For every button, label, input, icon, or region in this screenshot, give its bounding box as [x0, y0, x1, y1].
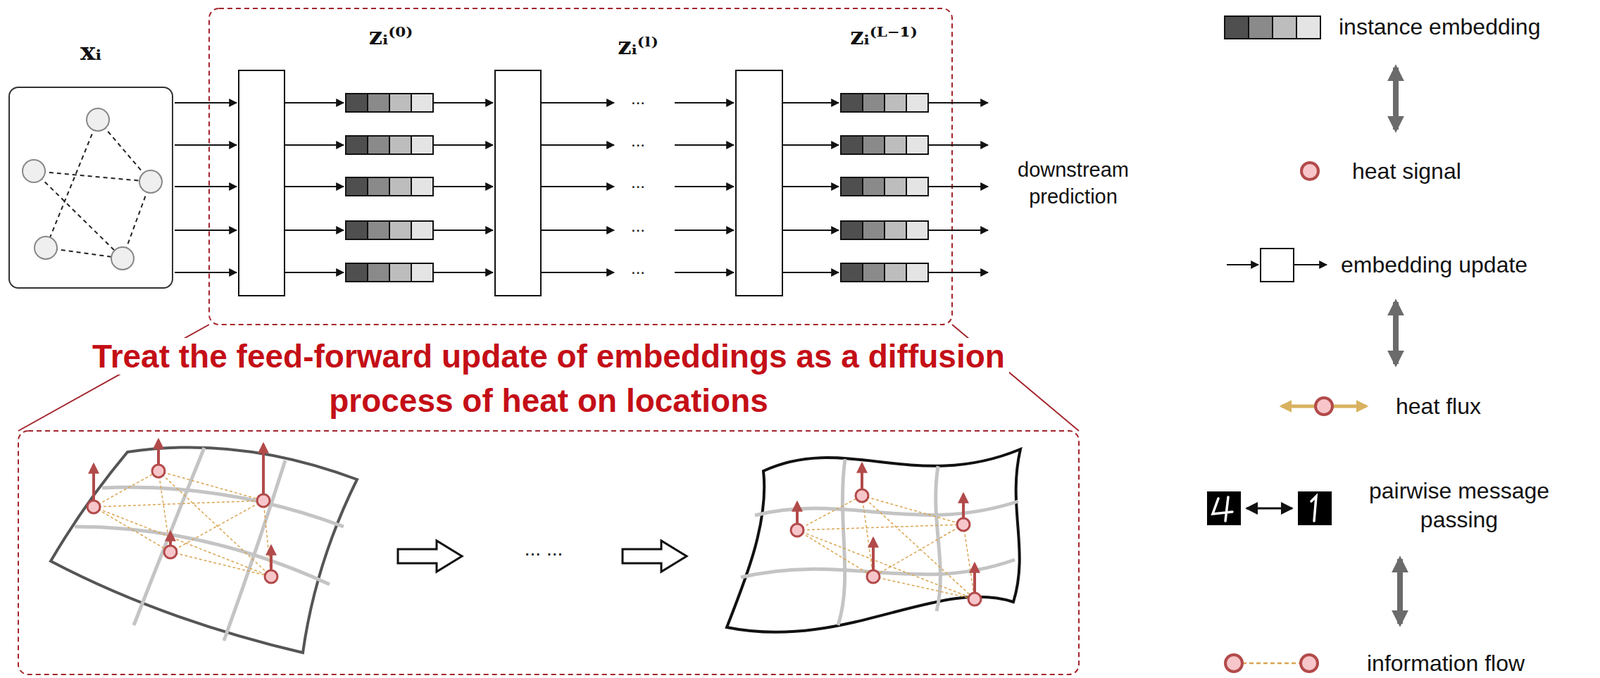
embedding-label: zᵢ⁽ᴸ⁻¹⁾: [850, 21, 918, 50]
node-heading: xᵢ: [80, 35, 102, 66]
correspondence-arrow: [1392, 67, 1399, 130]
update-block: [495, 70, 541, 296]
heat-signals: [790, 489, 981, 606]
legend-icons: [1207, 16, 1400, 672]
info-flow: [797, 495, 975, 600]
embedding-label: zᵢ⁽⁰⁾: [369, 21, 414, 50]
legend-text: embedding update: [1340, 252, 1528, 278]
heat-signal-icon: [1225, 654, 1243, 672]
grid-line: [223, 460, 286, 641]
surface-left: [50, 440, 358, 653]
zoom-frame: [18, 430, 1079, 675]
legend-entry: information flow: [1366, 649, 1525, 678]
heat-arrows: [93, 440, 272, 570]
heat-arrows: [797, 464, 975, 593]
graph-edge: [122, 181, 151, 259]
digit-stroke: [1212, 497, 1233, 522]
grid-line: [102, 487, 344, 527]
step-arrow: [622, 540, 687, 572]
heat-signal-icon: [1300, 654, 1318, 672]
grid-line: [935, 466, 941, 612]
output-label: downstream prediction: [995, 157, 1151, 210]
embedding-cell: [1296, 16, 1321, 39]
graph-node: [22, 159, 46, 183]
legend-entry: heat signal: [1352, 157, 1462, 186]
graph-edge: [33, 171, 151, 182]
legend-text: heat flux: [1395, 393, 1481, 420]
heading-box: Treat the feed-forward update of embeddi…: [83, 334, 1014, 423]
graph-node: [111, 247, 134, 270]
heat-signals: [87, 464, 278, 584]
heat-signal-icon: [1315, 397, 1333, 415]
graph-edge: [97, 119, 151, 182]
digit-image: [1207, 491, 1241, 526]
update-icon-arrow: [1226, 264, 1259, 266]
ellipsis: ...: [630, 172, 646, 193]
info-flow: [93, 471, 272, 577]
legend-text: information flow: [1366, 650, 1525, 677]
zoom-heading: Treat the feed-forward update of embeddi…: [88, 338, 1010, 420]
embedding-row: [174, 135, 989, 155]
input-graph: [33, 119, 151, 259]
legend-text: instance embedding: [1338, 14, 1541, 40]
correspondence-arrow: [1392, 302, 1399, 365]
digit-stroke: [1311, 496, 1317, 522]
graph-edge: [33, 171, 123, 259]
heat-signal-icon: [1301, 162, 1319, 180]
embedding-cell: [1272, 16, 1297, 39]
legend-entry: heat flux: [1395, 392, 1481, 422]
update-block: [238, 70, 285, 296]
embedding-row: [174, 221, 989, 240]
ellipsis: ...: [630, 88, 646, 109]
embedding-row: [174, 263, 989, 282]
embedding-cell: [1224, 16, 1249, 39]
embedding-row: [174, 93, 989, 112]
grid-line: [754, 501, 1019, 516]
legend-entry: embedding update: [1340, 250, 1528, 280]
legend-text: pairwise message passing: [1369, 478, 1550, 533]
grid-line: [838, 459, 846, 626]
info-flow-line: [1242, 662, 1301, 665]
legend-entry: instance embedding: [1338, 12, 1541, 42]
graph-node: [86, 108, 110, 131]
ellipsis: ... ...: [524, 538, 563, 561]
grid-line: [74, 526, 330, 585]
digit-image: [1297, 491, 1332, 526]
message-arrow: [1246, 507, 1293, 510]
correspondence-arrow: [1397, 559, 1403, 624]
legend-entry: pairwise message passing: [1346, 476, 1572, 535]
embedding-cell: [1248, 16, 1273, 39]
update-icon-box: [1260, 248, 1294, 282]
update-block: [735, 70, 783, 296]
embedding-row: [174, 177, 989, 196]
legend-text: heat signal: [1352, 158, 1462, 184]
ellipsis: ...: [630, 258, 646, 279]
surface: [50, 447, 358, 653]
graph-nodes: [22, 108, 162, 270]
surface-right: [726, 449, 1021, 633]
embedding-label: zᵢ⁽ˡ⁾: [617, 31, 659, 60]
graph-node: [139, 170, 162, 193]
ellipsis: ...: [630, 130, 646, 151]
ellipsis: ...: [630, 216, 646, 236]
step-arrow: [397, 540, 462, 572]
update-icon-arrow: [1294, 264, 1327, 266]
graph-edge: [45, 119, 98, 248]
graph-node: [34, 236, 58, 260]
surface: [726, 449, 1021, 633]
graph-box: xᵢ: [8, 86, 174, 289]
